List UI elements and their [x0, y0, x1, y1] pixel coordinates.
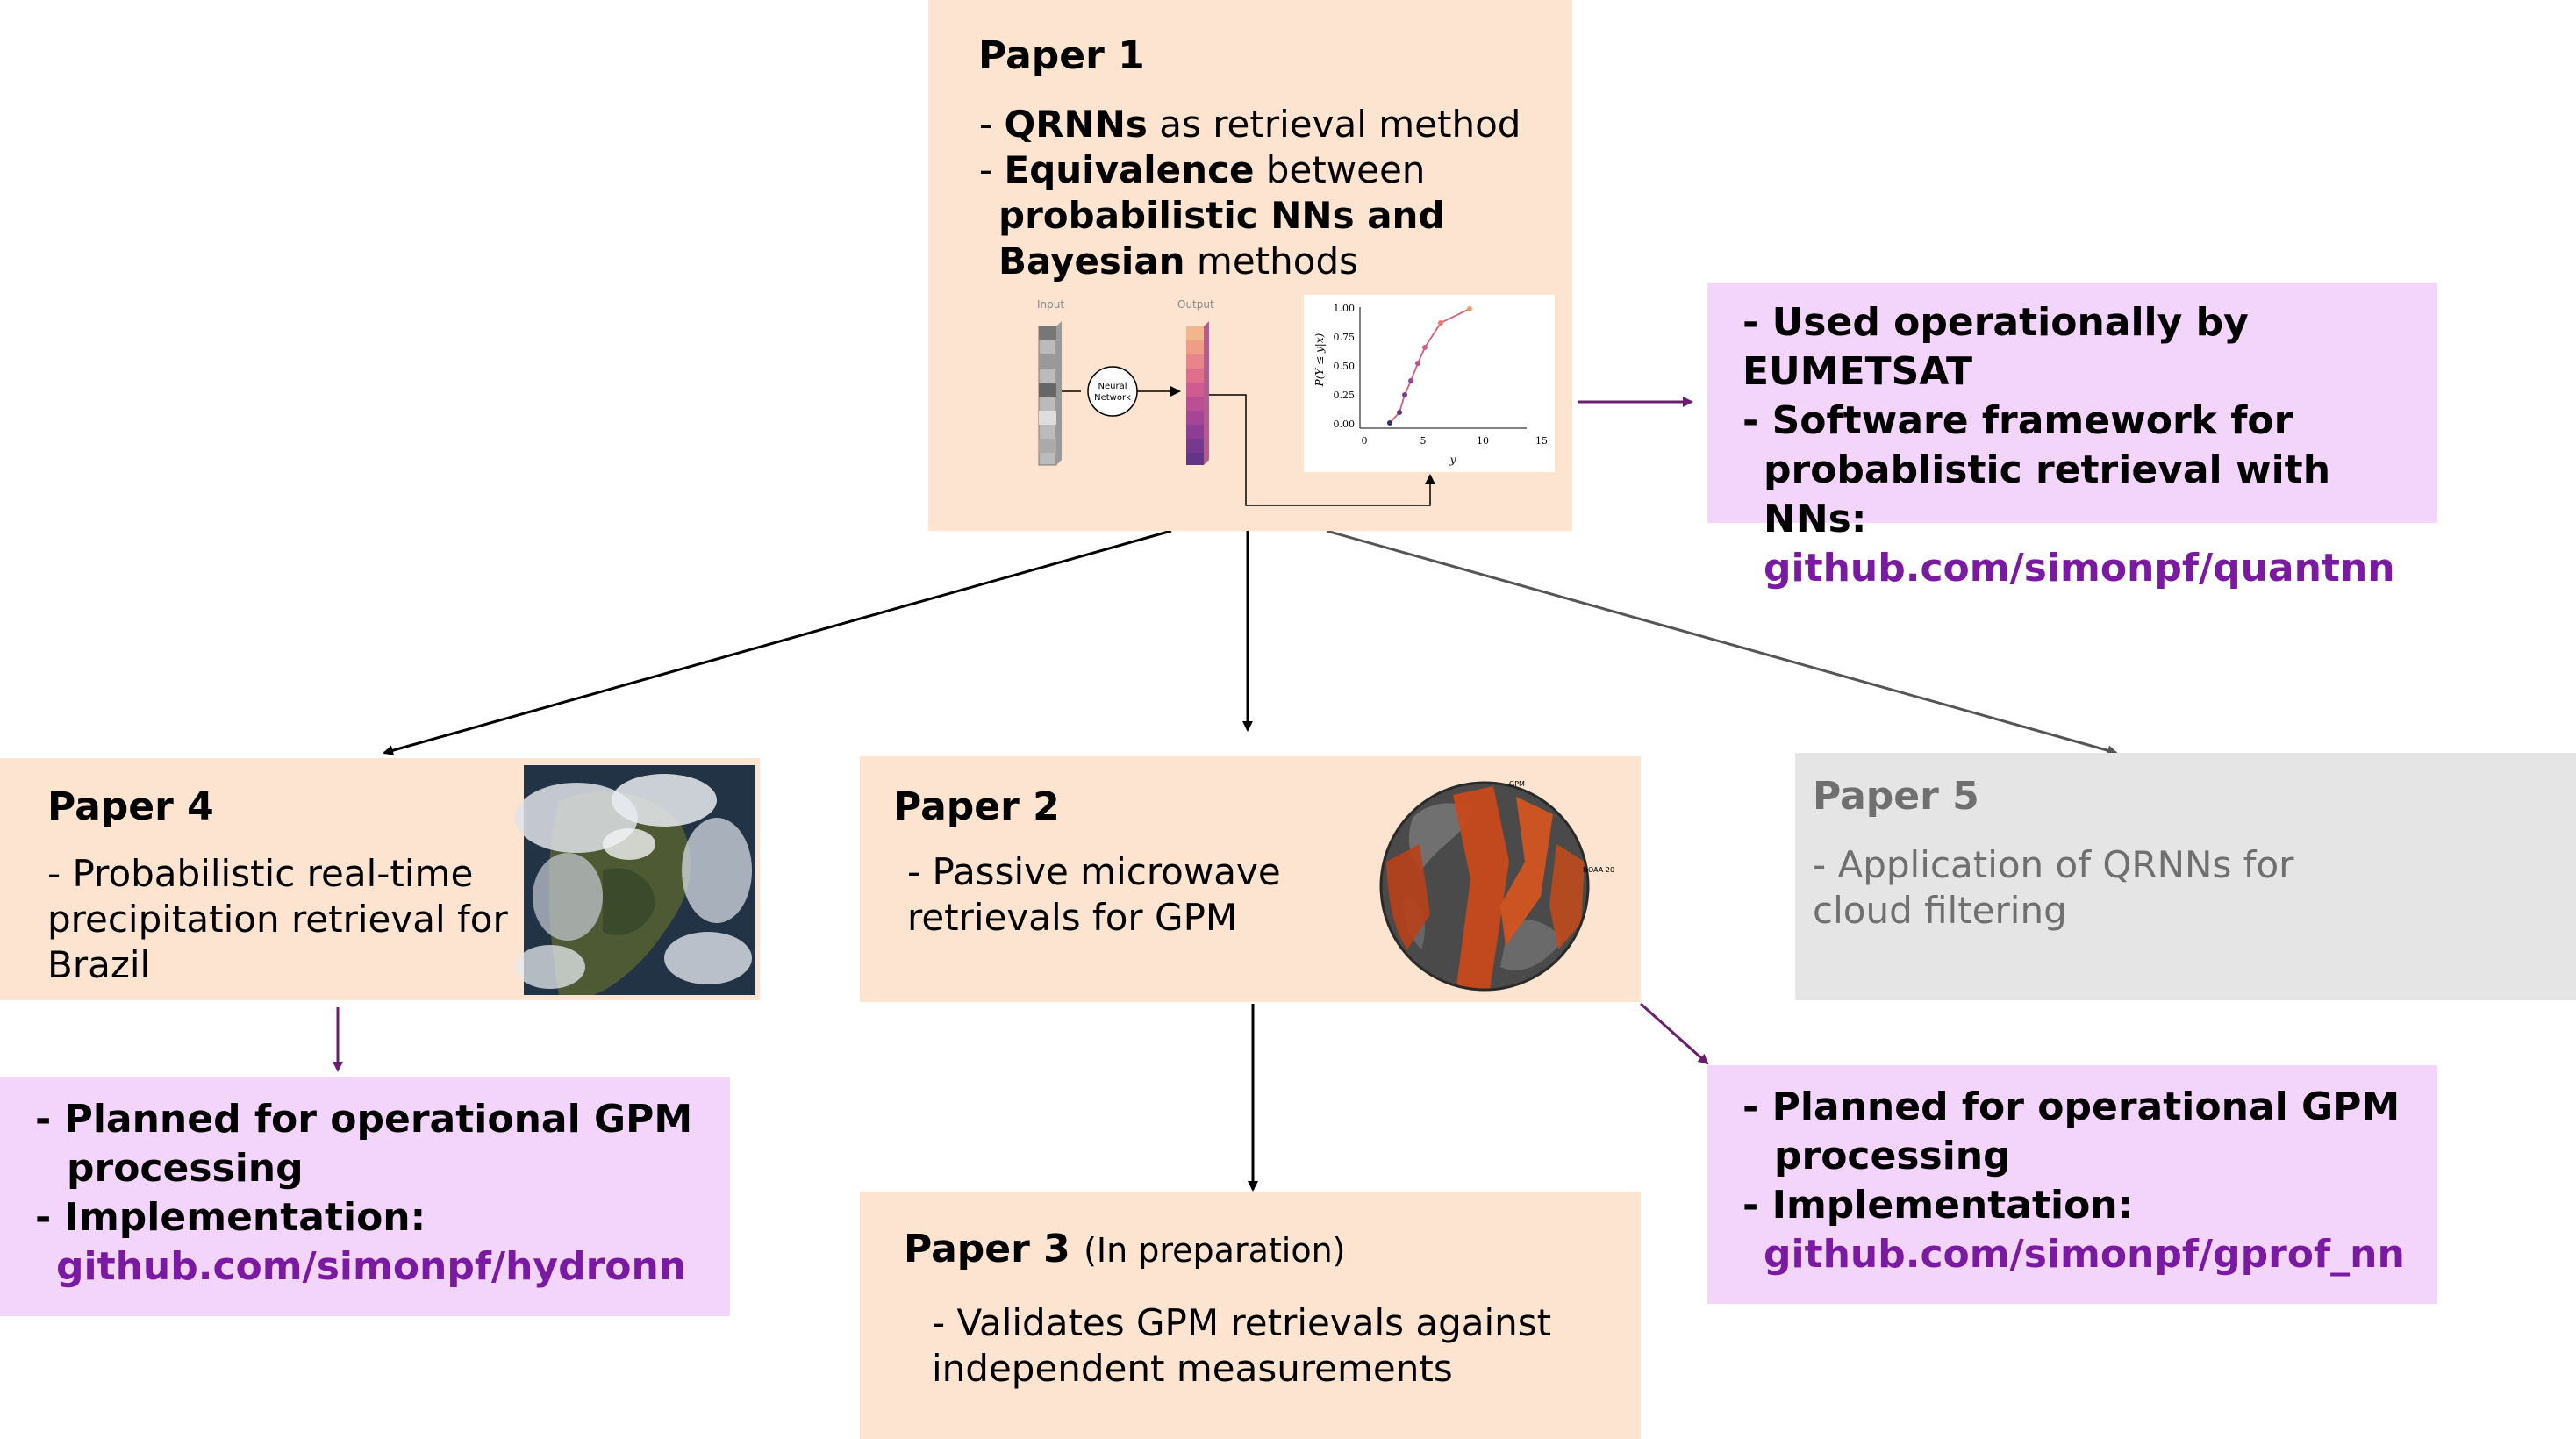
svg-text:y: y [1449, 454, 1456, 466]
svg-text:GPM: GPM [1509, 780, 1525, 788]
hydronn-outcome-box: - Planned for operational GPM processing… [0, 1077, 730, 1316]
neural-network-node [1087, 366, 1138, 417]
quantnn-link[interactable]: github.com/simonpf/quantnn [1764, 546, 2395, 591]
paper5-box: Paper 5 - Application of QRNNs for cloud… [1795, 753, 2576, 1000]
paper3-box: Paper 3 (In preparation) - Validates GPM… [860, 1192, 1641, 1439]
svg-text:15: 15 [1535, 435, 1548, 447]
cdf-points [1387, 306, 1472, 426]
arrow-paper1-to-paper5 [1326, 529, 2118, 756]
svg-text:0.00: 0.00 [1334, 419, 1356, 430]
output-label: Output [1177, 298, 1214, 311]
qrnn-figure: Input Neural Network Output [1037, 295, 1555, 506]
quantnn-text: - Used operationally by EUMETSAT - Softw… [1742, 298, 2437, 593]
hydronn-link[interactable]: github.com/simonpf/hydronn [56, 1244, 687, 1289]
paper1-title: Paper 1 [978, 33, 1145, 78]
paper3-text: - Validates GPM retrievals against indep… [932, 1301, 1552, 1390]
brazil-satellite-image [515, 765, 755, 995]
arrow-paper1-to-paper4 [383, 529, 1172, 756]
arrow-paper2-to-gprof [1639, 1002, 1709, 1065]
paper3-title: Paper 3 (In preparation) [904, 1227, 1346, 1271]
paper5-text: - Application of QRNNs for cloud filteri… [1813, 843, 2294, 932]
svg-text:0: 0 [1362, 435, 1368, 447]
paper3-subtitle: (In preparation) [1084, 1231, 1346, 1270]
gprof-outcome-box: - Planned for operational GPM processing… [1707, 1065, 2437, 1304]
output-stack-icon [1186, 321, 1209, 465]
hydronn-text: - Planned for operational GPM processing… [35, 1095, 692, 1292]
cdf-curve [1389, 308, 1470, 424]
paper2-box: Paper 2 - Passive microwave retrievals f… [860, 756, 1641, 1002]
paper1-box: Paper 1 - QRNNs as retrieval method - Eq… [928, 0, 1572, 531]
paper5-title: Paper 5 [1813, 774, 1979, 819]
svg-text:NOAA 20: NOAA 20 [1583, 866, 1614, 874]
svg-text:10: 10 [1477, 435, 1489, 447]
svg-text:0.50: 0.50 [1334, 361, 1356, 372]
input-stack-icon [1038, 321, 1062, 466]
svg-text:Network: Network [1094, 393, 1131, 403]
svg-text:0.25: 0.25 [1334, 390, 1356, 401]
svg-text:Neural: Neural [1098, 382, 1127, 391]
cdf-panel [1304, 295, 1555, 472]
gprof-link[interactable]: github.com/simonpf/gprof_nn [1764, 1232, 2405, 1277]
paper2-text: - Passive microwave retrievals for GPM [907, 850, 1281, 939]
gprof-text: - Planned for operational GPM processing… [1742, 1083, 2405, 1279]
input-label: Input [1037, 298, 1064, 311]
paper4-title: Paper 4 [47, 784, 214, 829]
svg-text:1.00: 1.00 [1334, 303, 1356, 314]
paper1-text: - QRNNs as retrieval method - Equivalenc… [979, 103, 1521, 283]
paper4-box: Paper 4 - Probabilistic real-time precip… [0, 758, 760, 1000]
svg-text:0.75: 0.75 [1334, 332, 1356, 343]
paper2-title: Paper 2 [893, 784, 1060, 829]
paper4-text: - Probabilistic real-time precipitation … [47, 852, 508, 986]
gpm-globe-image: GPM NOAA 20 [1379, 780, 1614, 992]
svg-text:5: 5 [1420, 435, 1427, 447]
svg-text:P(Y ≤ y|x): P(Y ≤ y|x) [1313, 333, 1326, 387]
quantnn-outcome-box: - Used operationally by EUMETSAT - Softw… [1707, 283, 2437, 591]
